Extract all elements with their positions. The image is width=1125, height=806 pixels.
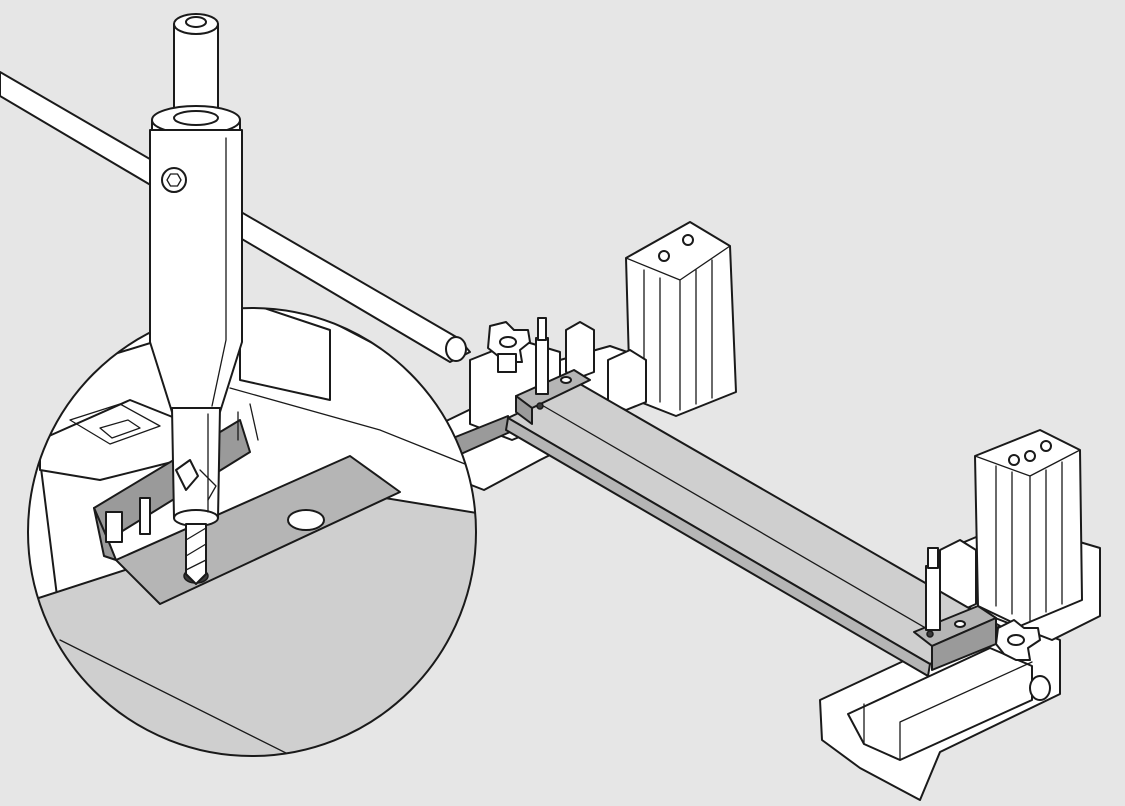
mounting-bracket-left bbox=[515, 317, 591, 425]
drill-sleeve-icon bbox=[149, 13, 243, 527]
drilling-jig-base-right bbox=[819, 429, 1101, 801]
magnified-detail-circle bbox=[27, 307, 477, 757]
mounting-bracket-right bbox=[913, 547, 997, 671]
star-knob-icon bbox=[487, 321, 531, 373]
drill-bit-sleeve bbox=[149, 13, 243, 585]
drill-bit-icon bbox=[185, 523, 207, 585]
hex-screw-icon bbox=[161, 167, 187, 193]
star-knob-icon bbox=[995, 619, 1041, 661]
clamping-knob bbox=[487, 321, 1041, 661]
